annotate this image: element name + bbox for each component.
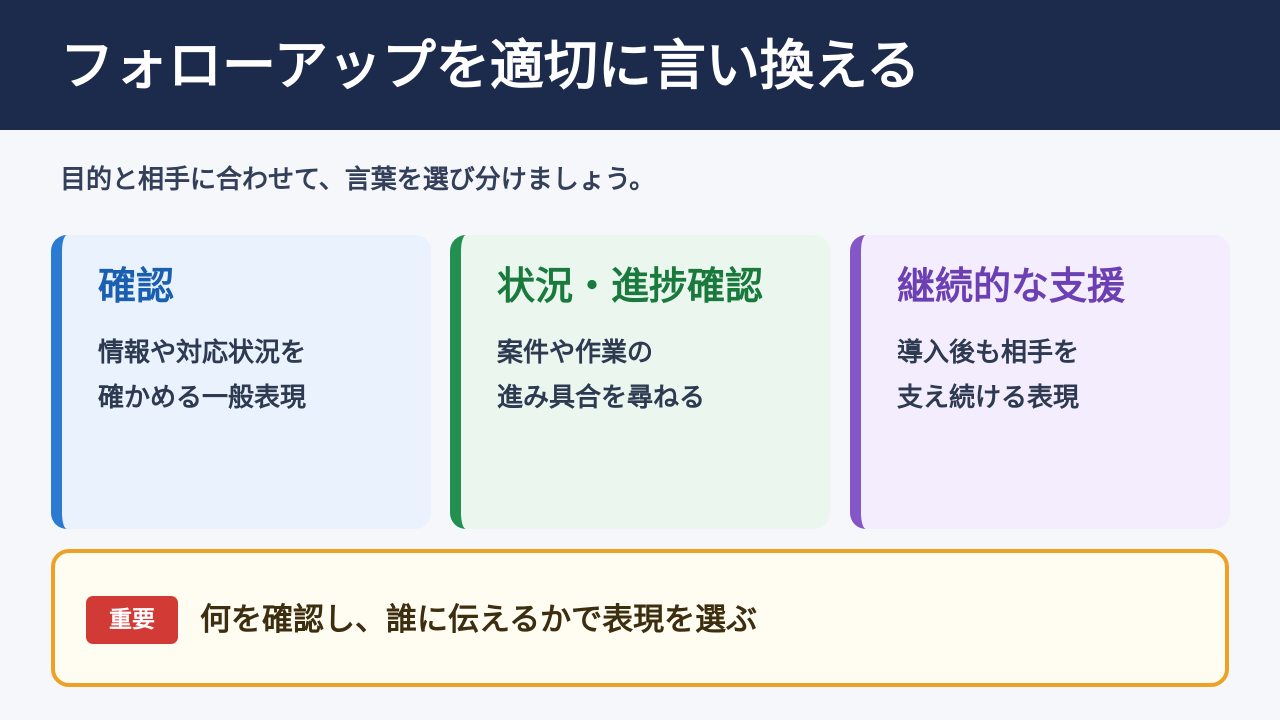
card-description-line: 案件や作業の bbox=[497, 338, 654, 368]
important-text: 何を確認し、誰に伝えるかで表現を選ぶ bbox=[200, 602, 758, 638]
card-title: 継続的な支援 bbox=[897, 264, 1126, 308]
page-title: フォローアップを適切に言い換える bbox=[60, 34, 921, 97]
card-description: 情報や対応状況を 確かめる一般表現 bbox=[98, 331, 411, 421]
card-progress-check: 状況・進捗確認 案件や作業の 進み具合を尋ねる bbox=[450, 235, 830, 529]
card-description: 案件や作業の 進み具合を尋ねる bbox=[497, 331, 810, 421]
card-description: 導入後も相手を 支え続ける表現 bbox=[897, 331, 1210, 421]
card-description-line: 導入後も相手を bbox=[897, 338, 1080, 368]
card-confirmation: 確認 情報や対応状況を 確かめる一般表現 bbox=[51, 235, 431, 529]
card-title: 確認 bbox=[98, 264, 175, 308]
card-description-line: 進み具合を尋ねる bbox=[497, 383, 706, 413]
card-description-line: 確かめる一般表現 bbox=[98, 383, 307, 413]
subtitle: 目的と相手に合わせて、言葉を選び分けましょう。 bbox=[60, 165, 656, 195]
card-description-line: 支え続ける表現 bbox=[897, 383, 1080, 413]
header-bar: フォローアップを適切に言い換える bbox=[0, 0, 1280, 130]
important-badge: 重要 bbox=[86, 596, 178, 644]
card-title: 状況・進捗確認 bbox=[497, 264, 764, 308]
important-callout: 重要 何を確認し、誰に伝えるかで表現を選ぶ bbox=[51, 549, 1229, 687]
card-ongoing-support: 継続的な支援 導入後も相手を 支え続ける表現 bbox=[850, 235, 1230, 529]
card-description-line: 情報や対応状況を bbox=[98, 338, 307, 368]
